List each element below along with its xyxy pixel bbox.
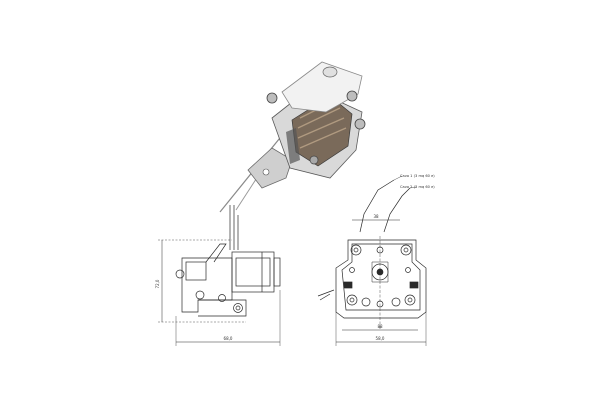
front-wire-right [383, 187, 411, 233]
photo-cap-screw [322, 66, 338, 78]
photo-terminal-front [354, 118, 366, 130]
callout-wire-1: Cavo 1 (3 mq 60 e) [400, 174, 435, 178]
front-callouts [393, 175, 417, 189]
front-center-slot [371, 261, 389, 283]
front-tab-right [409, 281, 419, 289]
front-dim-inner-label: 88 [377, 324, 383, 329]
front-terminal-tl [350, 244, 362, 256]
front-outer-body [335, 239, 427, 319]
front-terminal-tr [400, 244, 412, 256]
front-hole-right [405, 267, 411, 273]
side-coil-inner [235, 257, 271, 287]
solenoid-photo [219, 61, 366, 213]
photo-white-cap [281, 61, 363, 113]
front-terminal-tl-in [353, 247, 359, 253]
front-lower-hole-1-in [349, 297, 355, 303]
front-side-arrow [317, 289, 335, 301]
callout-leader-1 [393, 175, 403, 181]
front-dim-top-label: 38 [373, 214, 379, 219]
front-terminal-tr-in [403, 247, 409, 253]
front-tab-left [343, 281, 353, 289]
side-contact-block [185, 261, 207, 281]
side-lever [205, 243, 227, 263]
front-hole-left [349, 267, 355, 273]
front-view-drawing [317, 179, 427, 346]
front-lower-hole-3 [391, 297, 401, 307]
side-screw-4-inner [235, 305, 241, 311]
side-screw-4 [233, 303, 243, 313]
side-lower-plate [198, 299, 247, 317]
front-inner-body [341, 243, 421, 311]
side-left-bracket [181, 257, 233, 313]
side-screw-3 [218, 294, 226, 302]
photo-shadow-detail [286, 128, 300, 164]
side-screw-1 [175, 269, 185, 279]
front-lower-hole-4 [404, 294, 416, 306]
photo-terminal-left [266, 92, 278, 104]
front-lower-hole-2 [361, 297, 371, 307]
photo-terminal-lower [309, 155, 319, 165]
side-dim-length-label: 68,0 [224, 336, 233, 341]
photo-terminal-right [346, 90, 358, 102]
front-lower-hole-4-in [407, 297, 413, 303]
side-end-cap [273, 257, 281, 287]
side-screw-2 [195, 290, 205, 300]
callout-wire-2: Cavo 2 (3 mq 60 e) [400, 185, 435, 189]
front-lower-hole-1 [346, 294, 358, 306]
callout-leader-2 [409, 186, 417, 189]
side-dim-height-label: 72,0 [155, 279, 160, 288]
photo-mount-plate [247, 147, 293, 189]
side-view-drawing [158, 205, 281, 346]
front-dim-outer-label: 58,0 [376, 336, 385, 341]
front-wire-left [359, 179, 395, 233]
photo-plate-hole [262, 168, 270, 176]
